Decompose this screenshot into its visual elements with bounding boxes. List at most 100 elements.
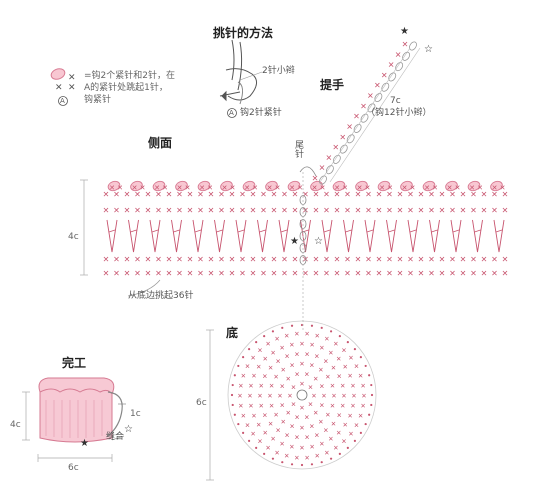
svg-text:✕: ✕ — [334, 184, 340, 192]
svg-text:✕: ✕ — [320, 184, 326, 192]
svg-text:✕: ✕ — [289, 184, 295, 192]
svg-text:✕: ✕ — [386, 206, 393, 215]
svg-text:✕: ✕ — [354, 362, 359, 370]
svg-text:✕: ✕ — [304, 434, 309, 442]
svg-text:✕: ✕ — [166, 255, 173, 264]
svg-text:✕: ✕ — [314, 431, 319, 439]
svg-text:✕: ✕ — [262, 412, 267, 420]
seam-label: 缝合 — [106, 432, 125, 442]
svg-text:✕: ✕ — [341, 438, 346, 446]
svg-text:✕: ✕ — [353, 112, 360, 121]
svg-text:✕: ✕ — [395, 50, 402, 59]
svg-text:✕: ✕ — [286, 409, 291, 417]
svg-text:✕: ✕ — [292, 255, 299, 264]
svg-text:✕: ✕ — [294, 330, 299, 338]
svg-text:✕: ✕ — [155, 255, 162, 264]
svg-text:✕: ✕ — [250, 255, 257, 264]
svg-text:✕: ✕ — [360, 402, 365, 410]
svg-text:✕: ✕ — [263, 355, 268, 363]
svg-text:✕: ✕ — [289, 443, 294, 451]
svg-text:✕: ✕ — [68, 73, 76, 83]
svg-text:✕: ✕ — [388, 61, 395, 70]
svg-text:✕: ✕ — [365, 206, 372, 215]
svg-text:✕: ✕ — [187, 269, 194, 278]
svg-text:✕: ✕ — [397, 206, 404, 215]
svg-text:✕: ✕ — [348, 354, 353, 362]
finish-height-label: 4c — [10, 420, 21, 430]
svg-text:✕: ✕ — [267, 184, 273, 192]
svg-text:✕: ✕ — [271, 255, 278, 264]
svg-text:✕: ✕ — [308, 400, 313, 408]
svg-text:✕: ✕ — [145, 206, 152, 215]
svg-text:✕: ✕ — [386, 255, 393, 264]
svg-text:✕: ✕ — [177, 184, 183, 192]
svg-text:✕: ✕ — [319, 382, 324, 390]
svg-text:✕: ✕ — [304, 413, 309, 421]
svg-text:✕: ✕ — [319, 440, 324, 448]
svg-text:✕: ✕ — [336, 372, 341, 380]
svg-text:✕: ✕ — [257, 346, 262, 354]
svg-text:✕: ✕ — [481, 255, 488, 264]
svg-text:✕: ✕ — [286, 375, 291, 383]
svg-text:✕: ✕ — [348, 430, 353, 438]
finish-width-label: 6c — [68, 463, 79, 473]
svg-text:✕: ✕ — [103, 269, 110, 278]
svg-text:✕: ✕ — [292, 206, 299, 215]
svg-text:✕: ✕ — [357, 184, 363, 192]
svg-text:✕: ✕ — [469, 184, 475, 192]
svg-text:✕: ✕ — [332, 143, 339, 152]
svg-text:✕: ✕ — [265, 444, 270, 452]
svg-text:✕: ✕ — [302, 255, 309, 264]
round-base-chart: ✕✕✕✕✕✕✕✕✕✕✕✕✕✕✕✕✕✕✕✕✕✕✕✕✕✕✕✕✕✕✕✕✕✕✕✕✕✕✕✕… — [227, 320, 377, 470]
svg-text:✕: ✕ — [336, 429, 341, 437]
svg-text:✕: ✕ — [229, 269, 236, 278]
svg-text:✕: ✕ — [379, 184, 385, 192]
svg-text:✕: ✕ — [269, 402, 274, 410]
svg-text:✕: ✕ — [502, 269, 509, 278]
svg-text:✕: ✕ — [312, 184, 318, 192]
svg-text:✕: ✕ — [257, 392, 262, 400]
svg-text:✕: ✕ — [256, 363, 261, 371]
svg-text:✕: ✕ — [297, 184, 303, 192]
svg-text:✕: ✕ — [218, 206, 225, 215]
svg-text:✕: ✕ — [281, 206, 288, 215]
svg-text:✕: ✕ — [336, 412, 341, 420]
legend-line-2: A的紧针处跳起1针， — [84, 83, 168, 93]
svg-text:✕: ✕ — [302, 269, 309, 278]
svg-text:✕: ✕ — [55, 83, 63, 93]
svg-text:✕: ✕ — [354, 422, 359, 430]
svg-text:✕: ✕ — [460, 206, 467, 215]
svg-text:✕: ✕ — [291, 384, 296, 392]
svg-text:✕: ✕ — [229, 190, 236, 199]
svg-text:✕: ✕ — [361, 392, 366, 400]
svg-text:✕: ✕ — [323, 357, 328, 365]
svg-text:✕: ✕ — [381, 71, 388, 80]
svg-text:✕: ✕ — [124, 206, 131, 215]
svg-text:✕: ✕ — [418, 269, 425, 278]
svg-text:✕: ✕ — [258, 402, 263, 410]
svg-text:✕: ✕ — [279, 344, 284, 352]
svg-text:✕: ✕ — [176, 269, 183, 278]
svg-text:✕: ✕ — [291, 400, 296, 408]
svg-text:✕: ✕ — [287, 392, 292, 400]
svg-text:✕: ✕ — [124, 255, 131, 264]
svg-text:✕: ✕ — [360, 382, 365, 390]
svg-text:✕: ✕ — [502, 206, 509, 215]
svg-text:✕: ✕ — [323, 206, 330, 215]
svg-text:✕: ✕ — [208, 190, 215, 199]
svg-text:✕: ✕ — [197, 255, 204, 264]
svg-text:✕: ✕ — [277, 392, 282, 400]
svg-text:✕: ✕ — [113, 269, 120, 278]
svg-text:✕: ✕ — [325, 153, 332, 162]
svg-text:✕: ✕ — [284, 452, 289, 460]
svg-text:✕: ✕ — [268, 364, 273, 372]
svg-text:✕: ✕ — [274, 449, 279, 457]
svg-text:✕: ✕ — [124, 269, 131, 278]
svg-text:✕: ✕ — [279, 402, 284, 410]
svg-text:✕: ✕ — [439, 206, 446, 215]
finished-bag-illustration: ★ ☆ — [38, 377, 133, 449]
svg-text:✕: ✕ — [154, 184, 160, 192]
svg-text:✕: ✕ — [347, 372, 352, 380]
svg-text:✕: ✕ — [176, 206, 183, 215]
svg-text:✕: ✕ — [275, 357, 280, 365]
